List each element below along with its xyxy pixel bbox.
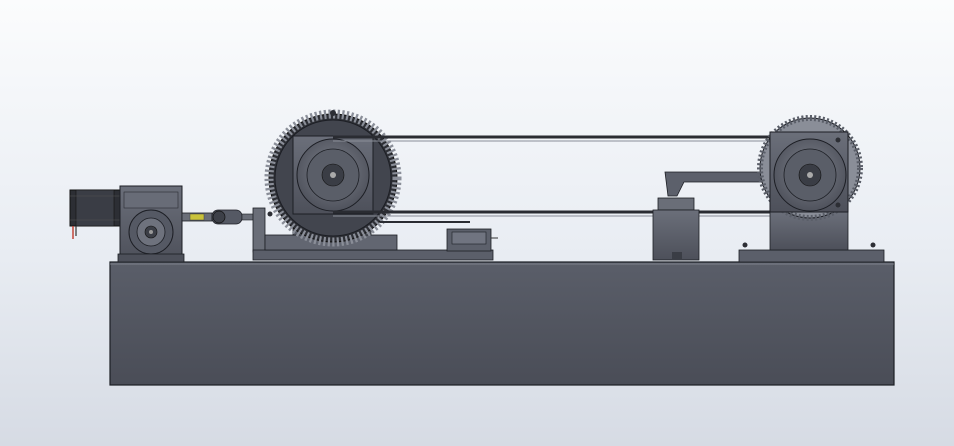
load-cell (380, 221, 498, 252)
drive-belt (333, 135, 812, 217)
tension-arm (652, 171, 771, 261)
small-toothed-pulley (757, 115, 863, 221)
worm-gear-reducer (117, 185, 185, 263)
large-toothed-pulley (264, 109, 402, 247)
coupling-shaft (181, 207, 273, 253)
stepper-motor (69, 189, 121, 239)
base-frame (109, 261, 895, 386)
